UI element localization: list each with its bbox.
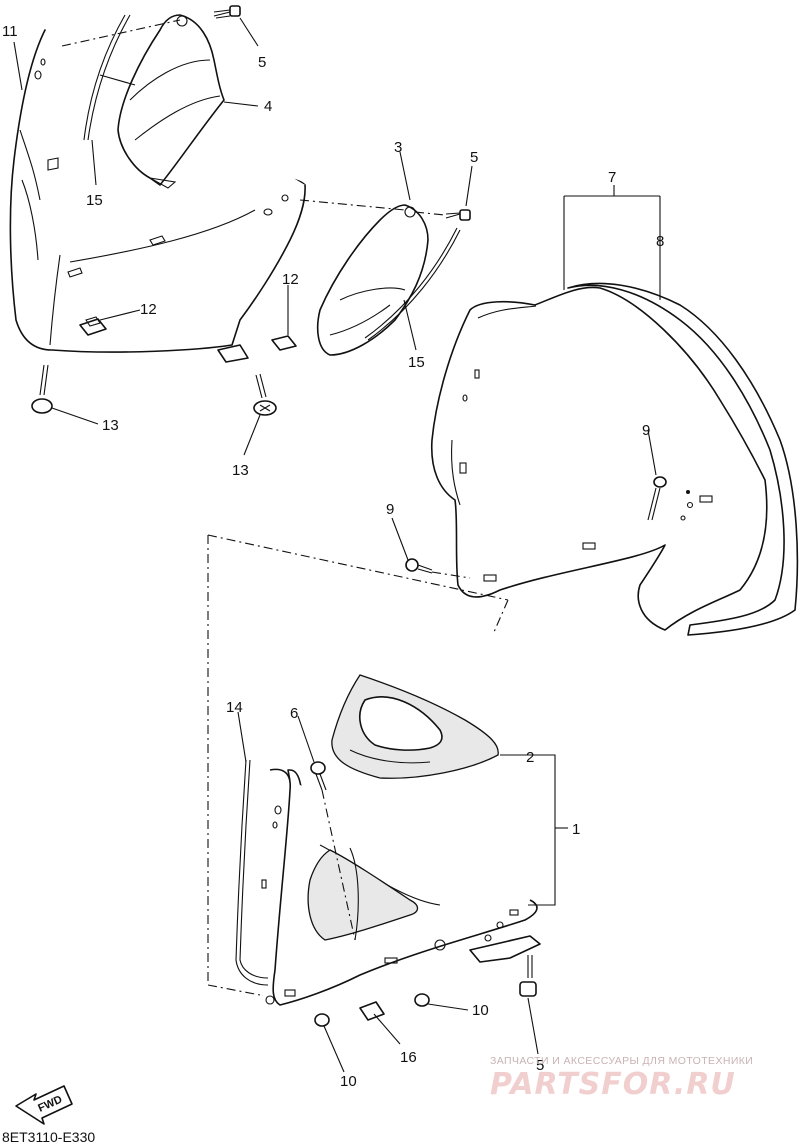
clip-nut-part-12b xyxy=(271,335,297,351)
label-12-left: 12 xyxy=(140,301,157,318)
label-6: 6 xyxy=(290,705,298,722)
side-duct-part-4 xyxy=(117,14,225,189)
upper-cowling-part-11 xyxy=(9,29,306,353)
diagram-code: 8ET3110-E330 xyxy=(2,1129,95,1145)
bolt-part-5-mid xyxy=(445,209,471,221)
cowling-inner-panel-part-2 xyxy=(331,674,499,779)
label-13-right: 13 xyxy=(232,462,249,479)
clip-nut-part-16 xyxy=(359,1001,385,1021)
watermark-tagline: ЗАПЧАСТИ И АКСЕССУАРЫ ДЛЯ МОТОТЕХНИКИ xyxy=(490,1055,753,1067)
collar-part-10b xyxy=(314,1013,330,1027)
label-1: 1 xyxy=(572,821,580,838)
label-5-mid: 5 xyxy=(470,149,478,166)
label-10-right: 10 xyxy=(472,1002,489,1019)
windshield-part-8 xyxy=(430,282,799,636)
screw-part-9-right xyxy=(647,476,667,521)
screw-part-6 xyxy=(310,761,327,791)
seal-strip-part-15b xyxy=(364,227,461,341)
collar-part-10a xyxy=(414,993,430,1007)
label-10-left: 10 xyxy=(340,1073,357,1090)
label-13-left: 13 xyxy=(102,417,119,434)
label-9-right: 9 xyxy=(642,422,650,439)
label-4: 4 xyxy=(264,98,272,115)
seal-strip-part-15a xyxy=(83,14,131,141)
bolt-part-5-bottom xyxy=(519,955,537,997)
inner-duct-part-3 xyxy=(316,204,429,356)
screw-part-13a xyxy=(31,364,53,414)
label-11: 11 xyxy=(2,23,18,40)
label-7: 7 xyxy=(608,169,616,186)
label-14: 14 xyxy=(226,699,243,716)
label-15-left: 15 xyxy=(86,192,103,209)
label-12-right: 12 xyxy=(282,271,299,288)
label-15-right: 15 xyxy=(408,354,425,371)
label-5-bottom: 5 xyxy=(536,1057,544,1074)
screw-part-9-left xyxy=(405,558,433,574)
watermark-logo: PARTSFOR.RU xyxy=(490,1067,736,1102)
bracket-tab-left xyxy=(217,344,249,363)
lower-bracket-plate xyxy=(469,935,541,963)
lower-cowling-part-1 xyxy=(261,768,538,1006)
screw-part-13b xyxy=(253,373,277,416)
seal-strip-part-14 xyxy=(235,759,269,986)
label-5-top: 5 xyxy=(258,54,266,71)
label-16: 16 xyxy=(400,1049,417,1066)
bolt-part-5-top xyxy=(213,5,241,19)
fwd-arrow-icon: FWD xyxy=(15,1085,73,1125)
label-3: 3 xyxy=(394,139,402,156)
label-2: 2 xyxy=(526,749,534,766)
label-8: 8 xyxy=(656,233,664,250)
label-9-left: 9 xyxy=(386,501,394,518)
clip-nut-part-12a xyxy=(79,316,107,336)
